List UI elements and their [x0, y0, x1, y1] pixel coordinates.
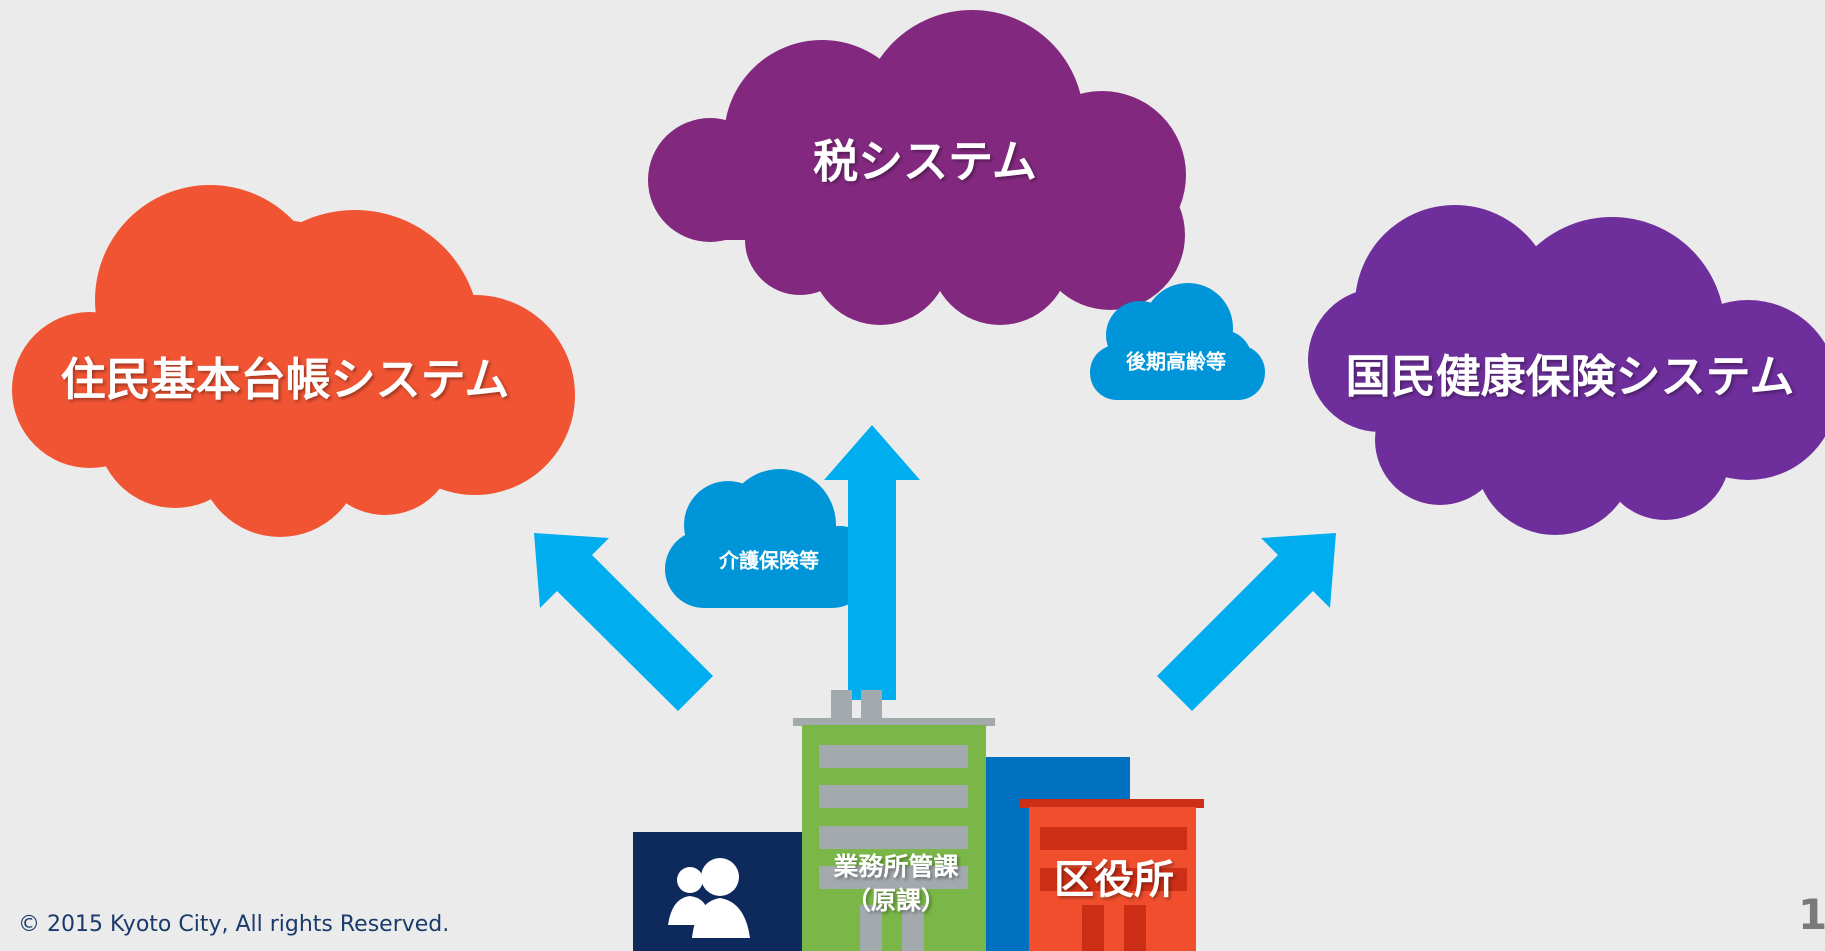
elderly-cloud-label: 後期高齢等: [1126, 350, 1226, 374]
care-insurance-cloud: 介護保険等: [665, 469, 872, 608]
health-insurance-cloud: 国民健康保険システム: [1308, 205, 1825, 535]
business-office-label-line2: （原課）: [846, 886, 946, 915]
people-icon: [668, 858, 750, 938]
ward-office-building: 区役所: [1019, 799, 1204, 951]
residents-block: [633, 832, 806, 951]
tax-cloud-label: 税システム: [813, 135, 1037, 188]
tax-cloud: 税システム: [648, 10, 1186, 325]
page-number: 1: [1798, 890, 1825, 939]
arrow-up: [824, 425, 920, 700]
copyright-text: © 2015 Kyoto City, All rights Reserved.: [18, 912, 450, 937]
business-office-building: 業務所管課 （原課）: [793, 690, 995, 951]
residents-cloud: 住民基本台帳システム: [12, 185, 575, 537]
arrow-up-left: [534, 533, 713, 711]
elderly-cloud: 後期高齢等: [1090, 283, 1265, 400]
health-insurance-cloud-label: 国民健康保険システム: [1346, 350, 1795, 403]
ward-office-label: 区役所: [1054, 857, 1174, 903]
business-office-label-line1: 業務所管課: [833, 852, 959, 881]
arrow-up-right: [1157, 533, 1336, 711]
residents-cloud-label: 住民基本台帳システム: [61, 353, 510, 406]
care-insurance-cloud-label: 介護保険等: [718, 549, 819, 573]
